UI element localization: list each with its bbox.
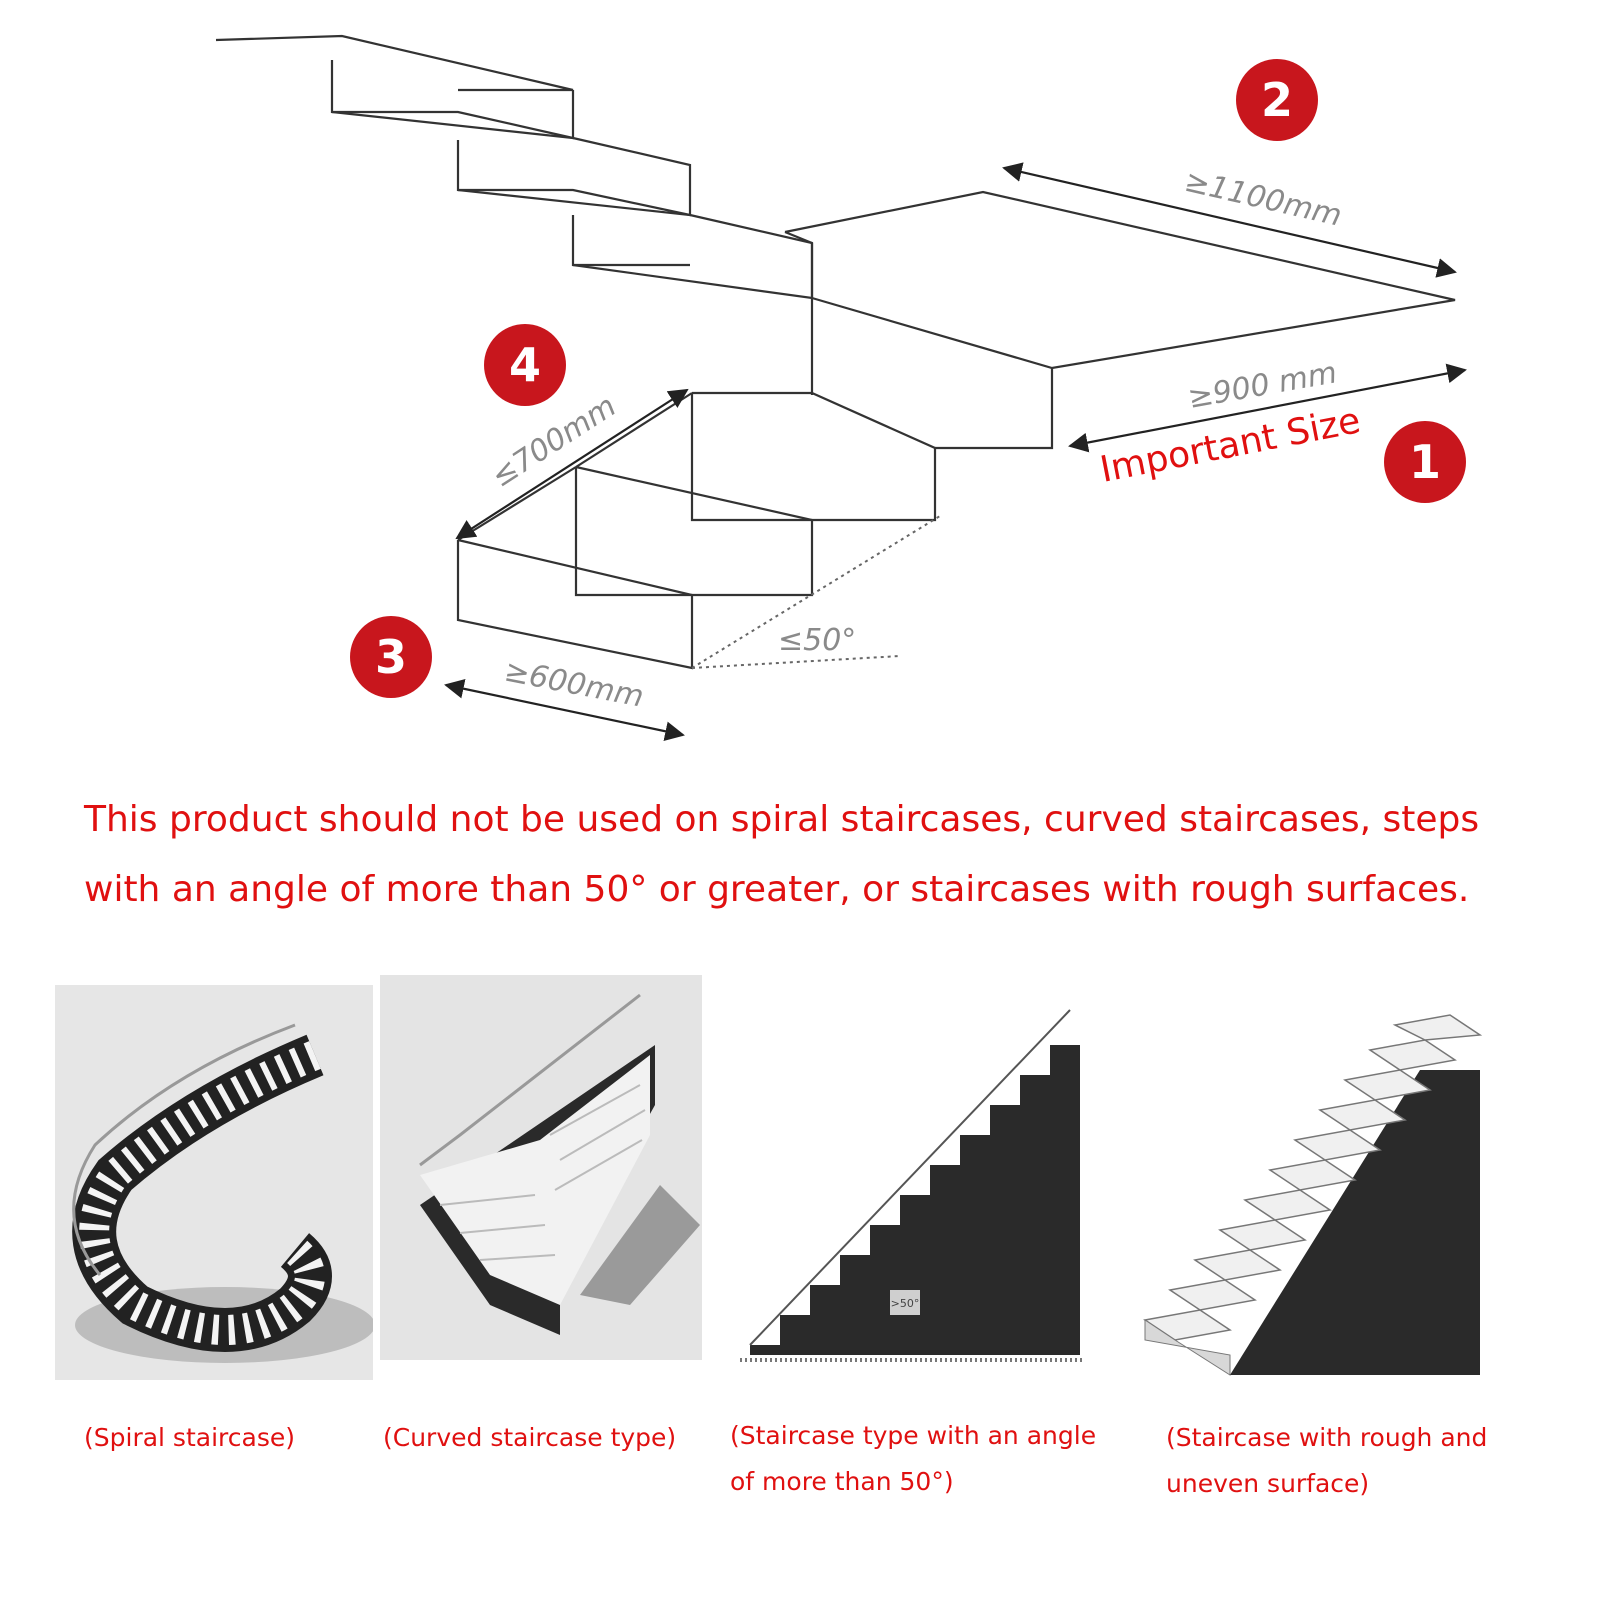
- dimension-arrows: [444, 162, 1467, 742]
- dim-700mm: ≤700mm: [485, 389, 622, 495]
- badge-3: 3: [350, 616, 432, 698]
- badge-1: 1: [1384, 421, 1466, 503]
- lower-stair-flight: [456, 391, 937, 670]
- spiral-staircase-image: [55, 985, 373, 1380]
- upper-stair-flight: [215, 34, 1456, 450]
- svg-text:4: 4: [509, 338, 541, 392]
- angle-indicator: ≤50°: [691, 515, 941, 669]
- svg-text:>50°: >50°: [891, 1297, 920, 1310]
- svg-text:2: 2: [1261, 73, 1293, 127]
- important-size-label: Important Size: [1097, 400, 1364, 491]
- warning-line-2: with an angle of more than 50° or greate…: [84, 869, 1470, 910]
- caption-spiral: (Spiral staircase): [84, 1423, 295, 1452]
- warning-line-1: This product should not be used on spira…: [84, 799, 1480, 840]
- dim-900mm: ≥900 mm: [1185, 355, 1339, 416]
- staircase-dimension-diagram: ≤50° ≥1100mm ≥900 mm ≤700mm ≥600mm Impor…: [215, 34, 1467, 742]
- caption-steep: (Staircase type with an angle of more th…: [730, 1421, 1097, 1496]
- arrow-700: [455, 388, 689, 540]
- rough-staircase-image: [1140, 1010, 1495, 1385]
- dim-1100mm: ≥1100mm: [1181, 164, 1345, 234]
- angle-badge: [890, 1290, 920, 1315]
- svg-text:1: 1: [1409, 435, 1441, 489]
- usage-warning: This product should not be used on spira…: [84, 785, 1564, 925]
- arrow-600: [444, 678, 685, 742]
- angle-label: ≤50°: [778, 623, 856, 658]
- dim-600mm: ≥600mm: [501, 653, 646, 714]
- caption-curved: (Curved staircase type): [383, 1423, 677, 1452]
- caption-rough: (Staircase with rough and uneven surface…: [1166, 1423, 1488, 1498]
- svg-text:3: 3: [375, 630, 407, 684]
- badge-2: 2: [1236, 59, 1318, 141]
- badge-4: 4: [484, 324, 566, 406]
- steep-staircase-image: >50°: [740, 1000, 1085, 1385]
- arrow-900: [1068, 363, 1467, 453]
- curved-staircase-image: [380, 975, 702, 1360]
- arrow-1100: [1002, 162, 1457, 278]
